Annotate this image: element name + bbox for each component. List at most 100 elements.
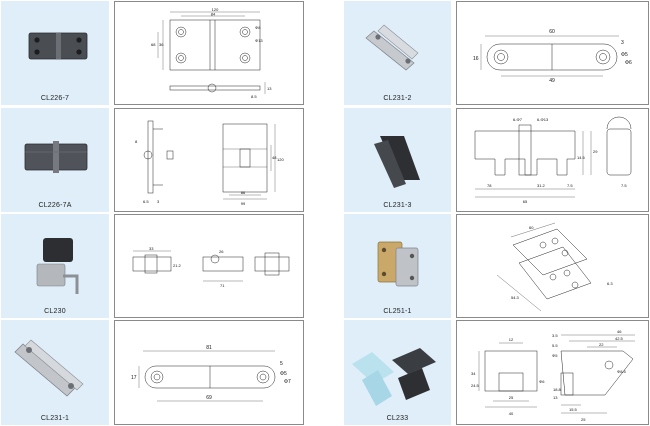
dim-label: 42.5 (615, 336, 624, 341)
drawing-cl251-1: 60 54.3 6.3 (456, 214, 649, 318)
technical-drawing: 81 69 17 5 Φ5 Φ7 (131, 345, 291, 402)
drawing-cl233: 12 25 40 34 24.5 Φ6 46 42.5 22 3.5 5.5 Φ… (456, 320, 649, 425)
hinge-photo-icon (36, 238, 79, 294)
product-code: CL251-1 (383, 308, 412, 315)
dim-label: 86 (241, 190, 246, 195)
dim-label: Φ6 (625, 60, 632, 66)
dim-label: Φ5 (280, 371, 287, 377)
dim-label: Φ5 (621, 52, 628, 58)
product-photo-cl230: CL230 (1, 214, 109, 318)
dim-label: Φ7 (284, 379, 291, 385)
dim-label: Φ8.5 (617, 369, 627, 374)
product-code: CL231-3 (383, 202, 412, 209)
drawing-cl226-7: 120 84 68 36 Φ8 Φ13 8.5 13 (114, 1, 304, 105)
dim-label: 29 (593, 149, 598, 154)
dim-label: 78 (487, 183, 492, 188)
hinge-photo-icon (365, 24, 419, 71)
product-code: CL230 (44, 308, 66, 315)
product-code: CL231-1 (40, 415, 70, 422)
hinge-photo-icon (24, 141, 88, 173)
dim-label: 81 (206, 345, 212, 351)
dim-label: 14.5 (577, 155, 586, 160)
dim-label: 120 (212, 7, 219, 12)
dim-label: 16 (473, 56, 479, 62)
dim-label: 18.8 (553, 387, 562, 392)
dim-label: 84 (211, 12, 216, 17)
dim-label: Φ8 (255, 25, 261, 30)
dim-label: 49 (549, 78, 555, 84)
product-code: CL231-2 (383, 95, 412, 102)
product-photo-cl251-1: CL251-1 (344, 214, 451, 318)
dim-label: 8 (135, 139, 138, 144)
hinge-photo-icon (28, 32, 88, 60)
dim-label: 7.5 (567, 183, 573, 188)
technical-drawing: 120 84 68 36 Φ8 Φ13 8.5 13 (151, 7, 272, 99)
dim-label: 6-Φ13 (537, 117, 549, 122)
drawing-cl226-7a: 99 86 48 120 8 6.5 3 (114, 108, 304, 212)
product-photo-cl231-2: CL231-2 (344, 1, 451, 105)
product-photo-cl231-3: CL231-3 (344, 108, 451, 212)
dim-label: Φ13 (255, 38, 263, 43)
hinge-photo-icon (377, 241, 419, 287)
technical-drawing: 60 54.3 6.3 (496, 222, 613, 312)
dim-label: 40 (509, 411, 514, 416)
product-photo-cl231-1: CL231-1 (1, 320, 109, 425)
dim-label: 3.5 (552, 333, 558, 338)
dim-label: 25 (581, 417, 586, 422)
dim-label: 24.5 (471, 383, 480, 388)
dim-label: 15.5 (569, 407, 578, 412)
dim-label: 7.5 (621, 183, 627, 188)
dim-label: 31.2 (537, 183, 546, 188)
dim-label: 54.3 (511, 295, 520, 300)
product-photo-cl226-7: CL226-7 (1, 1, 109, 105)
product-code: CL226-7A (38, 202, 72, 209)
dim-label: 36 (159, 42, 164, 47)
dim-label: 46 (617, 329, 622, 334)
dim-label: 13 (553, 395, 558, 400)
technical-drawing: 33 21.2 71 26 (132, 246, 290, 288)
technical-drawing: 99 86 48 120 8 6.5 3 (135, 120, 284, 206)
dim-label: 33 (149, 246, 154, 251)
dim-label: 69 (206, 395, 212, 401)
product-code: CL233 (386, 415, 409, 422)
dim-label: 60 (529, 225, 534, 230)
dim-label: 3 (157, 199, 160, 204)
drawing-cl231-1: 81 69 17 5 Φ5 Φ7 (114, 320, 304, 425)
dim-label: Φ5 (552, 353, 558, 358)
dim-label: 13 (267, 86, 272, 91)
dim-label: 5 (280, 361, 283, 367)
dim-label: 22 (599, 342, 604, 347)
dim-label: 120 (277, 157, 284, 162)
dim-label: 25 (509, 395, 514, 400)
dim-label: 71 (220, 283, 225, 288)
dim-label: 99 (241, 201, 246, 206)
dim-label: 6-Φ7 (513, 117, 523, 122)
dim-label: Φ6 (539, 379, 545, 384)
dim-label: 5.5 (552, 343, 558, 348)
drawing-cl230: 33 21.2 71 26 (114, 214, 304, 318)
dim-label: 6.5 (143, 199, 149, 204)
technical-drawing: 6-Φ7 6-Φ13 78 31.2 7.5 65 14.5 29 7.5 (474, 116, 632, 204)
hinge-photo-icon (14, 339, 84, 397)
technical-drawing: 12 25 40 34 24.5 Φ6 46 42.5 22 3.5 5.5 Φ… (471, 329, 635, 422)
product-photo-cl233: CL233 (344, 320, 451, 425)
hinge-photo-icon (374, 136, 420, 188)
dim-label: 65 (523, 199, 528, 204)
technical-drawing: 60 49 16 3 Φ5 Φ6 (473, 29, 632, 84)
dim-label: 48 (272, 155, 277, 160)
dim-label: 6.3 (607, 281, 613, 286)
dim-label: 3 (621, 40, 624, 46)
drawing-cl231-3: 6-Φ7 6-Φ13 78 31.2 7.5 65 14.5 29 7.5 (456, 108, 649, 212)
dim-label: 8.5 (251, 94, 257, 99)
dim-label: 21.2 (173, 263, 182, 268)
drawing-cl231-2: 60 49 16 3 Φ5 Φ6 (456, 1, 649, 105)
product-code: CL226-7 (40, 95, 70, 102)
dim-label: 12 (509, 337, 514, 342)
product-photo-cl226-7a: CL226-7A (1, 108, 109, 212)
hinge-photo-icon (352, 348, 436, 406)
dim-label: 34 (471, 371, 476, 376)
dim-label: 26 (219, 249, 224, 254)
dim-label: 60 (549, 29, 555, 35)
dim-label: 17 (131, 375, 137, 381)
dim-label: 68 (151, 42, 156, 47)
